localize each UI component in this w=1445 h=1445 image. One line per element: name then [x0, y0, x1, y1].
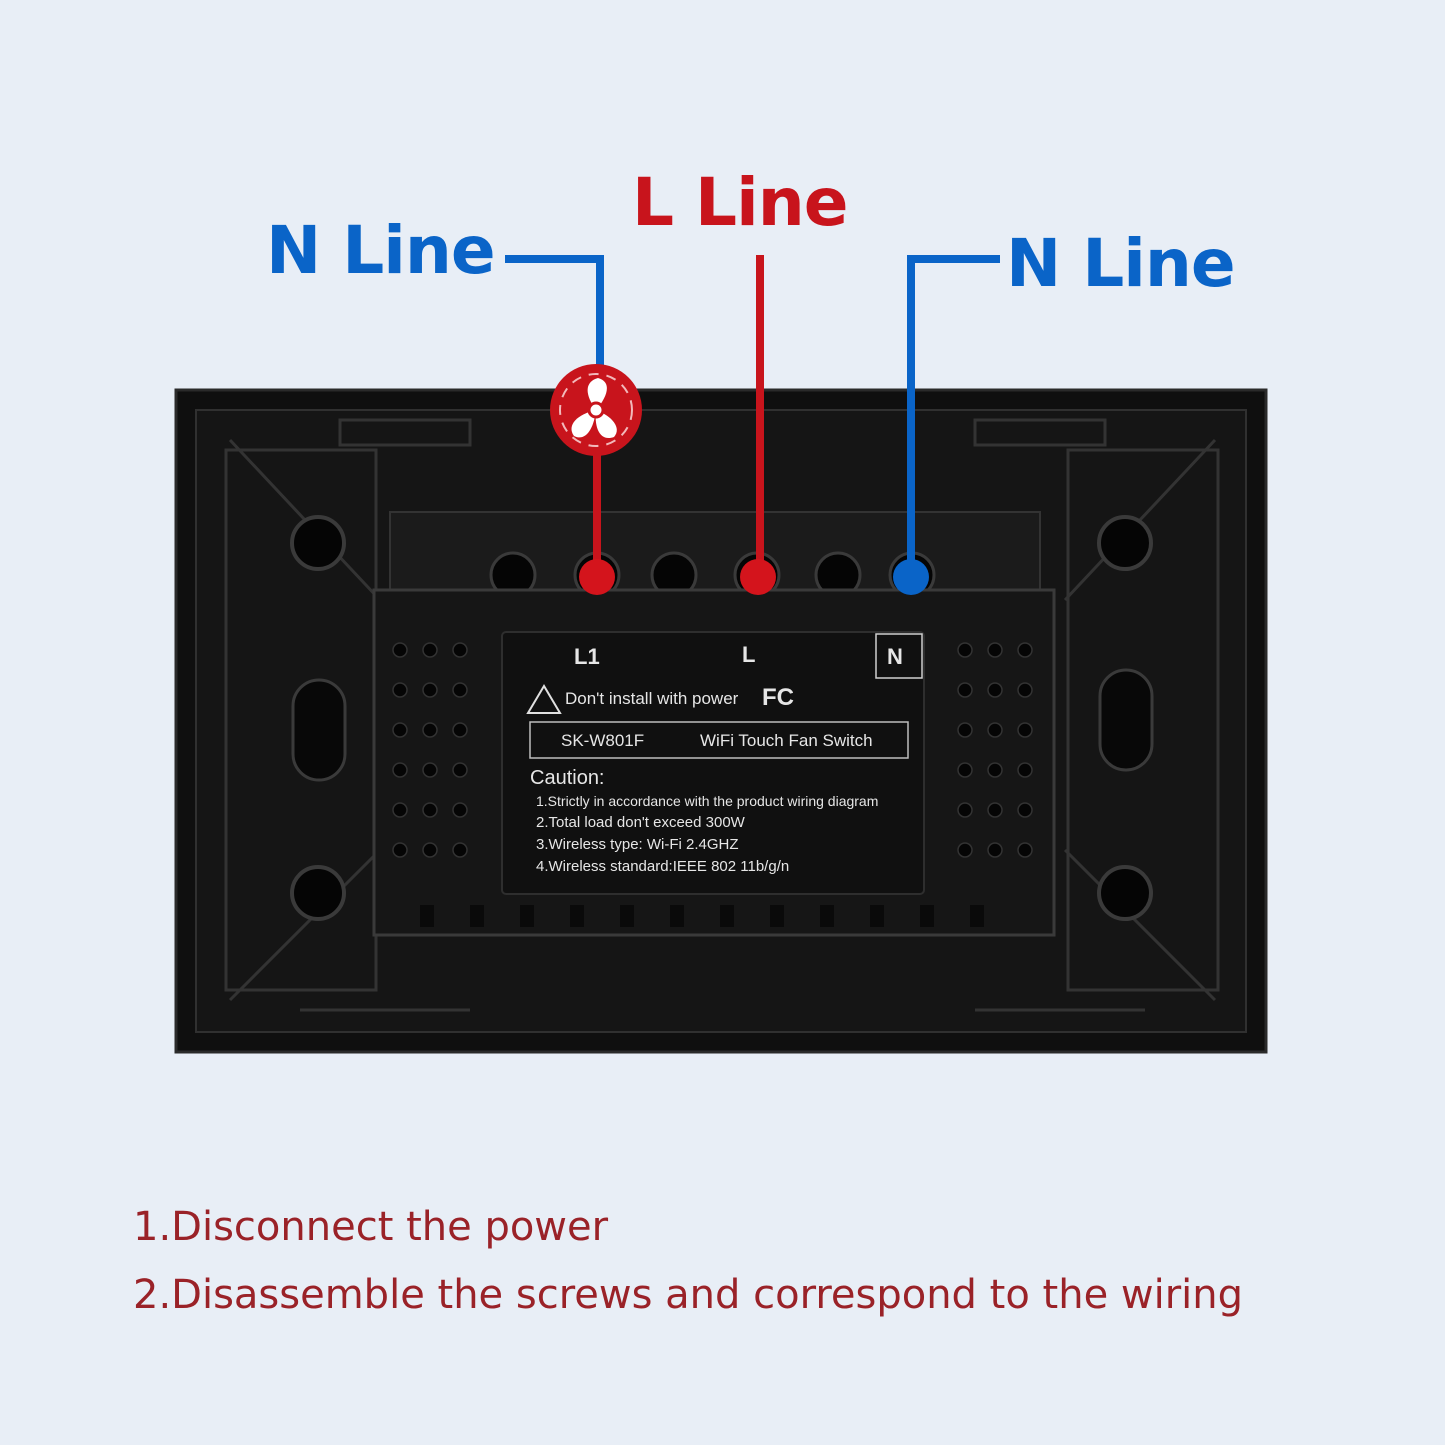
- caution-item-2: 2.Total load don't exceed 300W: [536, 814, 745, 831]
- product-name: WiFi Touch Fan Switch: [700, 731, 873, 750]
- n-terminal-box: [875, 633, 923, 679]
- instruction-step-2: 2.Disassemble the screws and correspond …: [133, 1272, 1244, 1318]
- model-box: [529, 721, 909, 759]
- terminal-dot-l: [740, 559, 776, 595]
- caution-item-1: 1.Strictly in accordance with the produc…: [536, 793, 879, 809]
- terminal-dot-n: [893, 559, 929, 595]
- cert-mark: FC: [762, 684, 794, 711]
- model-number: SK-W801F: [561, 731, 645, 750]
- warning-text: Don't install with power: [565, 689, 739, 708]
- n-wire-left: [505, 255, 604, 372]
- vent-grille-right: [957, 642, 1033, 858]
- warning-triangle: [526, 684, 562, 714]
- n-wire-right: [907, 255, 1000, 575]
- fan-icon: [550, 364, 642, 456]
- terminal-dot-l1: [579, 559, 615, 595]
- bottom-teeth: [420, 905, 984, 927]
- caution-title: Caution:: [530, 767, 605, 789]
- l-line-label: L Line: [632, 164, 848, 241]
- instruction-step-1: 1.Disconnect the power: [133, 1204, 609, 1250]
- caution-item-4: 4.Wireless standard:IEEE 802 11b/g/n: [536, 858, 790, 875]
- vent-grille-left: [392, 642, 468, 858]
- caution-item-3: 3.Wireless type: Wi-Fi 2.4GHZ: [536, 836, 739, 853]
- terminal-label-l1: L1: [574, 644, 600, 669]
- screw-holes: [290, 515, 1154, 921]
- terminal-label-n: N: [887, 644, 903, 669]
- label-panel: [501, 631, 925, 895]
- n-line-label-right: N Line: [1006, 225, 1236, 302]
- n-line-label-left: N Line: [266, 212, 496, 289]
- terminal-label-l: L: [742, 642, 756, 667]
